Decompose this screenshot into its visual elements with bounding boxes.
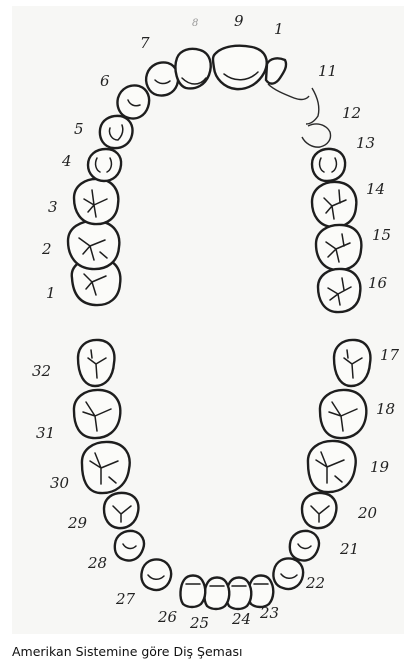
gum-contour-11 <box>306 88 319 124</box>
label-tooth-4: 4 <box>61 152 72 170</box>
label-tooth-12: 12 <box>342 104 361 122</box>
label-tooth-31: 31 <box>36 424 55 442</box>
label-tooth-7: 7 <box>140 34 150 52</box>
lower-arch <box>74 340 370 609</box>
tooth-number-labels: 1 2 3 4 5 6 7 8 9 1 11 12 13 14 15 16 17… <box>32 12 400 632</box>
label-tooth-29: 29 <box>67 514 88 532</box>
tooth-2 <box>68 221 119 269</box>
label-tooth-5: 5 <box>74 120 84 138</box>
tooth-16 <box>318 269 360 312</box>
label-tooth-26: 26 <box>157 608 178 626</box>
label-tooth-30: 30 <box>50 474 70 492</box>
tooth-32 <box>78 340 114 386</box>
tooth-21 <box>290 531 319 561</box>
tooth-13 <box>312 149 345 181</box>
label-tooth-22: 22 <box>305 574 325 592</box>
tooth-27 <box>141 559 171 590</box>
tooth-9 <box>213 46 267 89</box>
label-tooth-10: 1 <box>274 20 284 38</box>
tooth-31 <box>74 390 120 438</box>
label-tooth-23: 23 <box>259 604 279 622</box>
tooth-17 <box>334 340 370 386</box>
label-tooth-14: 14 <box>366 180 385 198</box>
tooth-14 <box>312 182 356 227</box>
label-tooth-25: 25 <box>189 614 209 632</box>
gum-contour-10 <box>268 84 309 99</box>
label-tooth-16: 16 <box>368 274 388 292</box>
upper-arch <box>68 46 361 312</box>
tooth-19 <box>308 441 356 492</box>
tooth-20 <box>302 493 336 528</box>
tooth-18 <box>320 390 366 438</box>
tooth-28 <box>115 531 144 561</box>
tooth-3 <box>74 179 118 224</box>
label-tooth-32: 32 <box>32 362 51 380</box>
label-tooth-2: 2 <box>41 240 52 258</box>
tooth-12-partial <box>302 124 331 147</box>
label-tooth-6: 6 <box>100 72 110 90</box>
label-tooth-13: 13 <box>356 134 375 152</box>
tooth-26 <box>180 576 205 608</box>
dental-chart: 1 2 3 4 5 6 7 8 9 1 11 12 13 14 15 16 17… <box>12 6 404 634</box>
label-tooth-28: 28 <box>87 554 107 572</box>
tooth-5 <box>100 116 133 148</box>
label-tooth-21: 21 <box>339 540 359 558</box>
tooth-22 <box>273 558 303 589</box>
label-tooth-8: 8 <box>192 18 198 29</box>
tooth-25 <box>204 578 229 610</box>
label-tooth-20: 20 <box>357 504 378 522</box>
dental-chart-drawing: 1 2 3 4 5 6 7 8 9 1 11 12 13 14 15 16 17… <box>12 6 404 634</box>
chart-caption: Amerikan Sistemine göre Diş Şeması <box>12 644 243 659</box>
label-tooth-18: 18 <box>376 400 395 418</box>
label-tooth-17: 17 <box>380 346 400 364</box>
tooth-29 <box>104 493 138 528</box>
tooth-30 <box>82 442 130 493</box>
label-tooth-27: 27 <box>115 590 136 608</box>
label-tooth-3: 3 <box>48 198 58 216</box>
tooth-7 <box>146 62 178 95</box>
label-tooth-1: 1 <box>46 284 56 302</box>
label-tooth-24: 24 <box>231 610 251 628</box>
tooth-8 <box>175 49 210 89</box>
tooth-4 <box>88 149 121 181</box>
tooth-10-partial <box>266 58 286 83</box>
label-tooth-11: 11 <box>318 62 337 80</box>
tooth-15 <box>316 225 361 270</box>
label-tooth-19: 19 <box>370 458 390 476</box>
label-tooth-15: 15 <box>372 226 391 244</box>
tooth-6 <box>117 86 149 119</box>
label-tooth-9: 9 <box>234 12 244 30</box>
